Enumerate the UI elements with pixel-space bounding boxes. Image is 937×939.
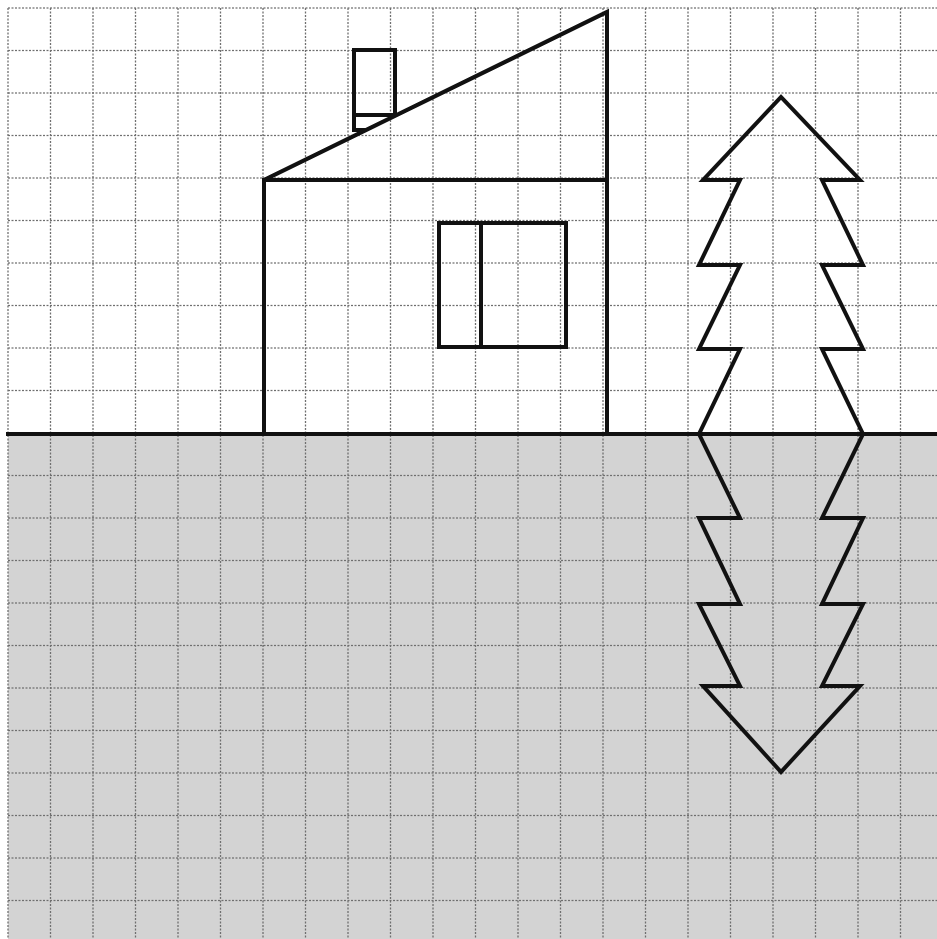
- shaded-lower-region: [8, 434, 937, 939]
- house-wall: [264, 180, 607, 434]
